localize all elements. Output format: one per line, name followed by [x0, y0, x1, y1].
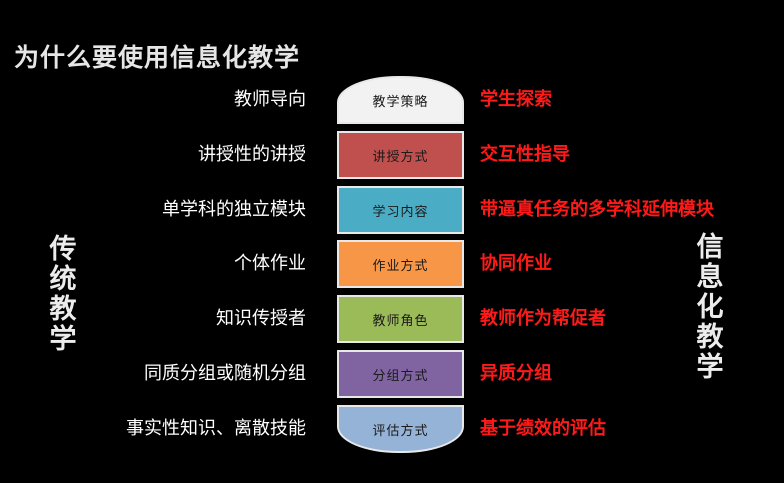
- category-label: 分组方式: [372, 368, 429, 384]
- category-box: 教师角色: [337, 295, 464, 343]
- page-title: 为什么要使用信息化教学: [14, 43, 301, 72]
- informatized-item: 学生探索: [480, 89, 552, 110]
- category-box: 作业方式: [337, 240, 464, 288]
- traditional-item: 讲授性的讲授: [198, 144, 306, 165]
- category-box: 学习内容: [337, 186, 464, 234]
- informatized-item: 基于绩效的评估: [480, 418, 606, 439]
- traditional-item: 知识传授者: [216, 308, 306, 329]
- informatized-item: 带逼真任务的多学科延伸模块: [480, 199, 714, 220]
- category-label: 评估方式: [372, 423, 429, 439]
- informatized-teaching-label: 信息化教学: [696, 232, 724, 383]
- category-label: 教学策略: [372, 94, 429, 110]
- category-box: 评估方式: [337, 405, 464, 453]
- informatized-item: 协同作业: [480, 253, 552, 274]
- traditional-teaching-label: 传统教学: [49, 234, 77, 355]
- category-box: 讲授方式: [337, 131, 464, 179]
- informatized-item: 异质分组: [480, 363, 552, 384]
- category-label: 作业方式: [372, 258, 429, 274]
- category-label: 学习内容: [372, 204, 429, 220]
- traditional-item: 单学科的独立模块: [162, 199, 306, 220]
- informatized-item: 交互性指导: [480, 144, 570, 165]
- category-label: 教师角色: [372, 313, 429, 329]
- traditional-item: 教师导向: [234, 89, 306, 110]
- category-label: 讲授方式: [372, 149, 429, 165]
- informatized-item: 教师作为帮促者: [480, 308, 606, 329]
- traditional-item: 事实性知识、离散技能: [126, 418, 306, 439]
- category-box: 教学策略: [337, 76, 464, 124]
- traditional-item: 个体作业: [234, 253, 306, 274]
- category-box: 分组方式: [337, 350, 464, 398]
- traditional-item: 同质分组或随机分组: [144, 363, 306, 384]
